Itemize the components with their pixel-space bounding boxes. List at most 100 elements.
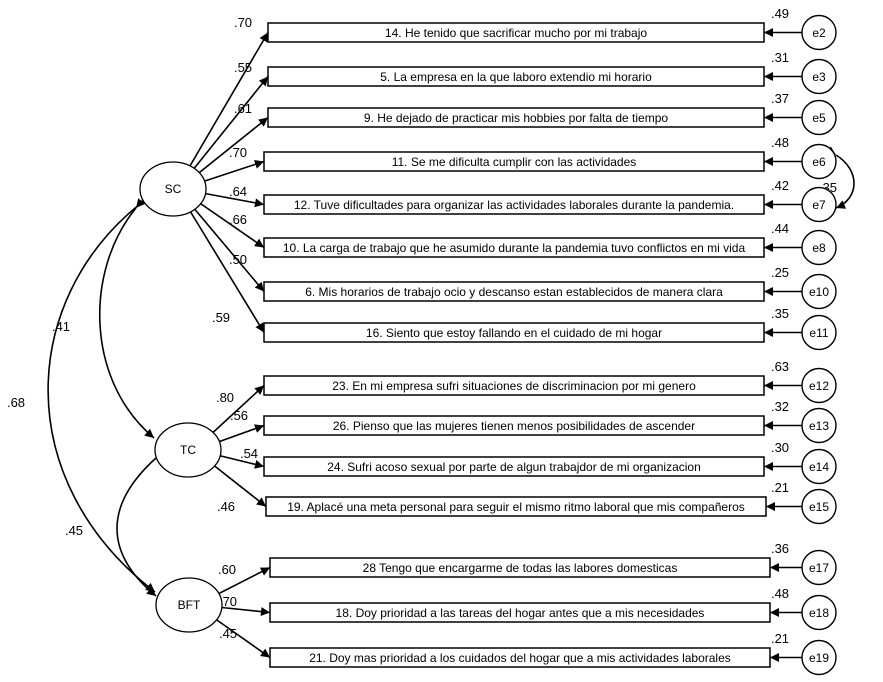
loading-value: .46 — [217, 499, 235, 514]
r2-value: .35 — [771, 306, 789, 321]
loading-arrow — [199, 202, 265, 249]
factor-label-bft: BFT — [178, 598, 201, 612]
indicator-box — [263, 415, 765, 436]
error-label: e8 — [812, 241, 826, 255]
loading-value: .45 — [219, 626, 237, 641]
factor-node-tc — [154, 422, 222, 478]
loading-value: .59 — [212, 310, 230, 325]
r2-value: .42 — [771, 178, 789, 193]
error-label: e3 — [812, 70, 826, 84]
loading-arrow — [203, 160, 265, 183]
loading-value: .61 — [234, 101, 252, 116]
loading-value: .66 — [229, 212, 247, 227]
indicator-box — [267, 66, 765, 87]
indicator-label: 11. Se me dificulta cumplir con las acti… — [392, 155, 637, 169]
error-label: e14 — [809, 460, 829, 474]
error-label: e11 — [809, 326, 828, 340]
loading-value: .70 — [219, 594, 237, 609]
loading-value: .70 — [229, 145, 247, 160]
indicator-label: 19. Aplacé una meta personal para seguir… — [287, 500, 745, 514]
indicator-box — [269, 557, 771, 578]
loading-arrow — [188, 32, 269, 168]
error-label: e18 — [809, 606, 829, 620]
loading-arrow — [217, 424, 265, 443]
r2-value: .49 — [771, 6, 789, 21]
indicator-layer: 14. He tenido que sacrificar mucho por m… — [263, 22, 771, 668]
indicator-box — [263, 194, 765, 215]
covariance-arrow-e6-e7 — [825, 146, 855, 209]
indicator-box — [263, 281, 765, 302]
factor-node-bft — [155, 577, 223, 633]
indicator-box — [267, 107, 765, 128]
r2-value: .36 — [771, 541, 789, 556]
indicator-box — [265, 496, 767, 517]
r2-value: .21 — [771, 480, 789, 495]
r2-value: .48 — [771, 586, 789, 601]
indicator-box — [263, 322, 765, 343]
covariance-arrow-tc-bft — [116, 448, 166, 597]
loading-arrow — [213, 464, 267, 508]
error-label: e7 — [812, 198, 826, 212]
covariance-value: .68 — [7, 395, 25, 410]
loading-arrow — [193, 207, 265, 293]
loading-arrow — [204, 192, 265, 208]
loading-value: .70 — [234, 15, 252, 30]
indicator-label: 6. Mis horarios de trabajo ocio y descan… — [305, 285, 723, 299]
indicator-label: 10. La carga de trabajo que he asumido d… — [283, 241, 746, 255]
factor-label-tc: TC — [180, 443, 196, 457]
error-label: e10 — [809, 285, 829, 299]
factor-node-sc — [139, 161, 207, 217]
loading-value: .64 — [229, 184, 247, 199]
r2-value: .31 — [771, 50, 789, 65]
loading-layer: .70 .55 .61 .70 .64 .66 .50 .59 .80 .56 .54 .46 .60.… — [188, 15, 271, 659]
indicator-label: 18. Doy prioridad a las tareas del hogar… — [336, 606, 705, 620]
loading-value: .55 — [234, 60, 252, 75]
loading-arrow — [218, 454, 265, 469]
covariance-value: .45 — [65, 523, 83, 538]
indicator-label: 28 Tengo que encargarme de todas las lab… — [363, 561, 678, 575]
covariance-value: .41 — [52, 319, 70, 334]
loading-value: .50 — [229, 252, 247, 267]
indicator-box — [267, 22, 765, 43]
loading-value: .54 — [240, 446, 258, 461]
r2-value: .48 — [771, 135, 789, 150]
indicator-box — [263, 456, 765, 477]
r2-value: .63 — [771, 359, 789, 374]
loading-value: .60 — [218, 562, 236, 577]
factor-label-sc: SC — [165, 182, 182, 196]
r2-value: .37 — [771, 91, 789, 106]
loading-arrow — [211, 384, 265, 434]
loading-arrow — [197, 116, 269, 175]
loading-value: .56 — [230, 408, 248, 423]
indicator-box — [263, 151, 765, 172]
loading-value: .80 — [216, 390, 234, 405]
error-label: e12 — [809, 379, 829, 393]
indicator-box — [263, 237, 765, 258]
factor-layer: SC TC BFT — [139, 161, 223, 633]
r2-value: .25 — [771, 265, 789, 280]
indicator-label: 24. Sufri acoso sexual por parte de algu… — [327, 460, 701, 474]
error-label: e17 — [809, 561, 829, 575]
r2-value: .21 — [771, 631, 789, 646]
loading-arrow — [215, 618, 271, 659]
error-layer: e2.49e3.31e5.37e6.48e7.42e8.44e10.25e11.… — [764, 6, 837, 676]
loading-arrow — [192, 75, 269, 170]
indicator-label: 14. He tenido que sacrificar mucho por m… — [385, 26, 647, 40]
loading-arrow — [217, 566, 271, 595]
indicator-label: 23. En mi empresa sufri situaciones de d… — [332, 379, 696, 393]
error-label: e19 — [809, 651, 829, 665]
error-label: e15 — [809, 500, 829, 514]
error-label: e6 — [812, 155, 826, 169]
r2-value: .32 — [771, 399, 789, 414]
indicator-label: 26. Pienso que las mujeres tienen menos … — [333, 419, 695, 433]
r2-value: .30 — [771, 440, 789, 455]
loading-arrow — [220, 606, 271, 617]
indicator-label: 21. Doy mas prioridad a los cuidados del… — [309, 651, 731, 665]
indicator-box — [263, 375, 765, 396]
covariance-arrow-sc-bft — [47, 194, 156, 593]
indicator-label: 16. Siento que estoy fallando en el cuid… — [366, 326, 662, 340]
error-label: e13 — [809, 419, 829, 433]
indicator-label: 9. He dejado de practicar mis hobbies po… — [364, 111, 668, 125]
indicator-box — [269, 647, 771, 668]
